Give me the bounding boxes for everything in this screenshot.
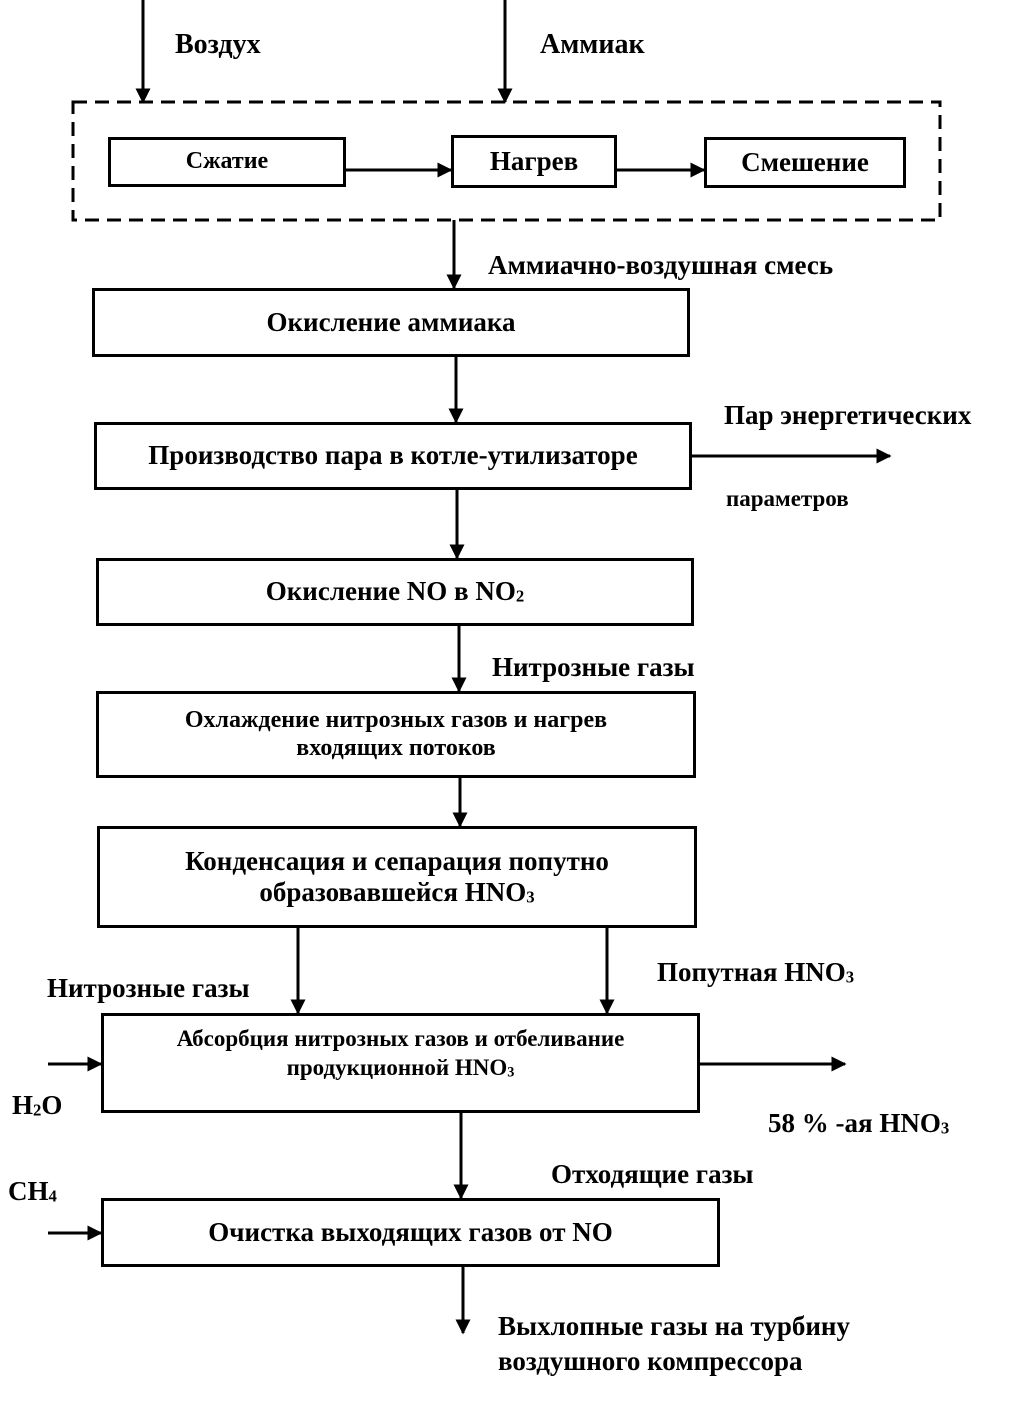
water-input-label: H2O — [12, 1090, 63, 1120]
ammonia-input-label: Аммиак — [540, 29, 645, 60]
air-input-label: Воздух — [175, 29, 261, 60]
absorption-label-line1: Абсорбция нитрозных газов и отбеливание — [176, 1026, 625, 1051]
preparation-group-border — [71, 100, 942, 222]
ammonia-air-mixture-label: Аммиачно-воздушная смесь — [488, 250, 834, 280]
gas-cleaning-box: Очистка выходящих газов от NO — [101, 1198, 720, 1267]
off-gases-label: Отходящие газы — [551, 1159, 754, 1189]
product-acid-label: 58 % -ая HNO3 — [768, 1108, 950, 1138]
compression-box: Сжатие — [108, 137, 346, 187]
cooling-box: Охлаждение нитрозных газов и нагрев вход… — [96, 691, 696, 778]
condensation-label-line2: образовавшейся HNO3 — [259, 877, 535, 907]
nitrous-gases-label-2: Нитрозные газы — [47, 973, 250, 1003]
cooling-label-line2: входящих потоков — [296, 734, 496, 761]
heating-box: Нагрев — [451, 135, 617, 188]
absorption-box: Абсорбция нитрозных газов и отбеливание … — [101, 1013, 700, 1113]
cooling-label-line1: Охлаждение нитрозных газов и нагрев — [184, 706, 608, 733]
exhaust-label-line1: Выхлопные газы на турбину — [498, 1311, 850, 1341]
no-oxidation-box: Окисление NO в NO2 — [96, 558, 694, 626]
steam-output-label-line2: параметров — [726, 486, 849, 511]
heating-label: Нагрев — [489, 145, 579, 176]
mixing-box: Смешение — [704, 137, 906, 188]
byproduct-acid-label: Попутная HNO3 — [657, 957, 855, 987]
no-oxidation-label: Окисление NO в NO2 — [265, 576, 525, 607]
ammonia-oxidation-label: Окисление аммиака — [266, 306, 516, 337]
ammonia-oxidation-box: Окисление аммиака — [92, 288, 690, 357]
nitrous-gases-label-1: Нитрозные газы — [492, 652, 695, 682]
steam-output-label-line1: Пар энергетических — [724, 400, 972, 430]
steam-production-label: Производство пара в котле-утилизаторе — [148, 440, 638, 471]
compression-label: Сжатие — [185, 148, 269, 175]
steam-production-box: Производство пара в котле-утилизаторе — [94, 422, 692, 490]
condensation-box: Конденсация и сепарация попутно образова… — [97, 826, 697, 928]
mixing-label: Смешение — [741, 146, 869, 177]
condensation-label-line1: Конденсация и сепарация попутно — [185, 845, 609, 876]
methane-input-label: CH4 — [8, 1176, 57, 1206]
absorption-label-line2: продукционной HNO3 — [286, 1055, 515, 1081]
gas-cleaning-label: Очистка выходящих газов от NO — [208, 1216, 613, 1247]
exhaust-label-line2: воздушного компрессора — [498, 1346, 803, 1376]
